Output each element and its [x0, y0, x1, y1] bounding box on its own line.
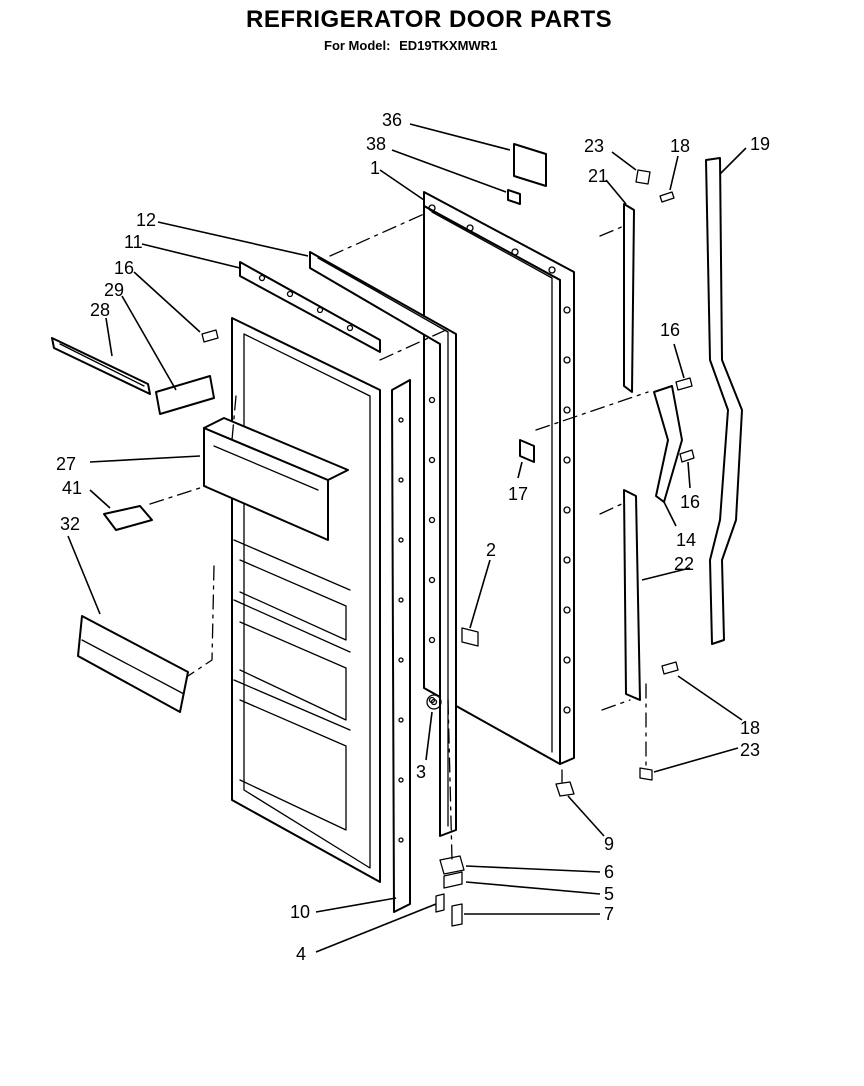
screw-18-bottom	[661, 661, 679, 675]
callout-41: 41	[62, 478, 82, 498]
top-trim-strip	[239, 261, 381, 353]
clip-41	[103, 505, 153, 531]
handle-bracket-14	[653, 385, 683, 503]
model-subtitle: For Model: ED19TKXMWR1	[324, 38, 497, 53]
callout-12: 12	[136, 210, 156, 230]
callout-28: 28	[90, 300, 110, 320]
cap-23-bottom	[639, 767, 653, 781]
outer-door-panel	[423, 191, 575, 765]
callout-labels: 36 38 1 23 18 19 21 12 11 16 29 28 16 17…	[56, 110, 770, 964]
inner-door-liner	[231, 317, 381, 883]
part-38	[507, 189, 521, 205]
callout-21: 21	[588, 166, 608, 186]
callout-36: 36	[382, 110, 402, 130]
callout-38: 38	[366, 134, 386, 154]
callout-16-mid: 16	[660, 320, 680, 340]
hinge-2	[461, 627, 479, 647]
screw-16-mid	[675, 377, 693, 391]
callout-1: 1	[370, 158, 380, 178]
screw-16-low	[679, 449, 695, 463]
callout-19: 19	[750, 134, 770, 154]
alignment-lines	[149, 213, 649, 861]
handle-top-rail-21	[623, 203, 635, 393]
callout-17: 17	[508, 484, 528, 504]
model-label: For Model:	[324, 38, 391, 53]
callout-11: 11	[124, 232, 143, 252]
callout-3: 3	[416, 762, 426, 782]
hinge-parts-5-6-7	[435, 855, 465, 927]
callout-5: 5	[604, 884, 614, 904]
hinge-bracket-17	[519, 439, 535, 463]
callout-23-bottom: 23	[740, 740, 760, 760]
callout-4: 4	[296, 944, 306, 964]
callout-10: 10	[290, 902, 310, 922]
bushing-3	[426, 694, 442, 710]
callout-9: 9	[604, 834, 614, 854]
side-trim-strip	[391, 379, 411, 913]
leader-lines	[67, 123, 747, 953]
part-36	[513, 143, 547, 187]
callout-14: 14	[676, 530, 696, 550]
screw-18-top	[659, 191, 675, 203]
callout-22: 22	[674, 554, 694, 574]
page-title: REFRIGERATOR DOOR PARTS	[246, 6, 613, 33]
callout-7: 7	[604, 904, 614, 924]
callout-18-bottom: 18	[740, 718, 760, 738]
callout-32: 32	[60, 514, 80, 534]
door-handle-19	[705, 157, 743, 645]
callout-2: 2	[486, 540, 496, 560]
screw-16-left	[201, 329, 219, 343]
bracket-29	[155, 375, 215, 415]
part-9	[555, 781, 575, 797]
callout-6: 6	[604, 862, 614, 882]
callout-18-top: 18	[670, 136, 690, 156]
callout-23-top: 23	[584, 136, 604, 156]
handle-lower-rail-22	[623, 489, 641, 701]
model-number: ED19TKXMWR1	[399, 38, 498, 53]
cap-23-top	[635, 169, 651, 185]
rail-32	[77, 615, 189, 713]
callout-27: 27	[56, 454, 76, 474]
callout-16-left: 16	[114, 258, 134, 278]
door-bin	[203, 417, 349, 541]
callout-16-low: 16	[680, 492, 700, 512]
callout-29: 29	[104, 280, 124, 300]
trim-28	[51, 337, 151, 395]
